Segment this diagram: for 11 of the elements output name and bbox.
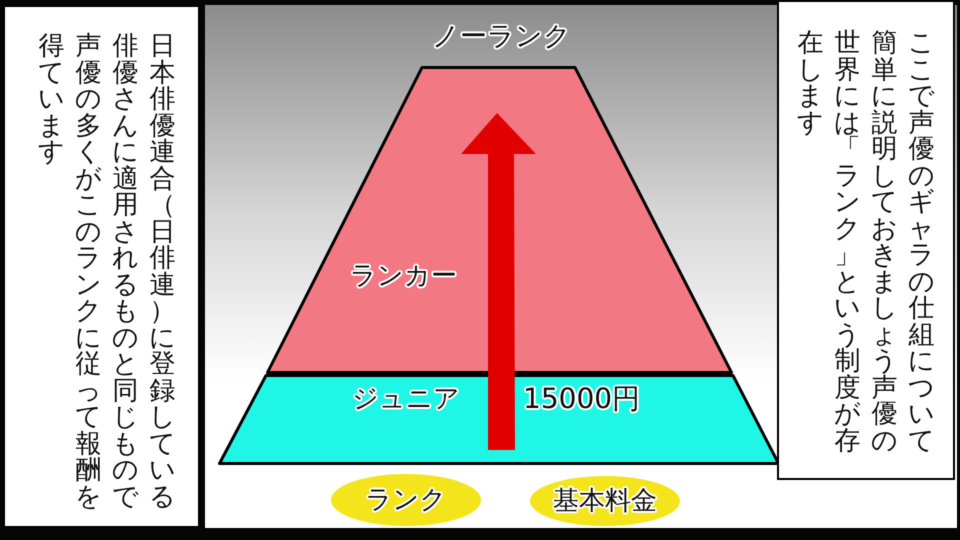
pyramid-tier [266,66,733,374]
column-heading: ランク [366,486,446,514]
column-heading: 基本料金 [553,486,657,516]
tier-label: ノーランク [432,22,571,52]
fee-amount: 15000円 [523,384,640,415]
tier-name: ジュニア [352,385,460,414]
tier-name: ランカー [350,262,457,291]
text-panel [777,0,955,480]
narration-text: ここで声優のギャラの仕組について簡単に説明しておきましょう声優の世界には「ランク」という制度が存在します [797,30,935,458]
text-panel [3,5,200,528]
narration-text: 日本俳優連合（日俳連）に登録している俳優さんに適用されるものと同じもので声優の多くがこのランクに従って報酬を得ています [38,33,176,513]
